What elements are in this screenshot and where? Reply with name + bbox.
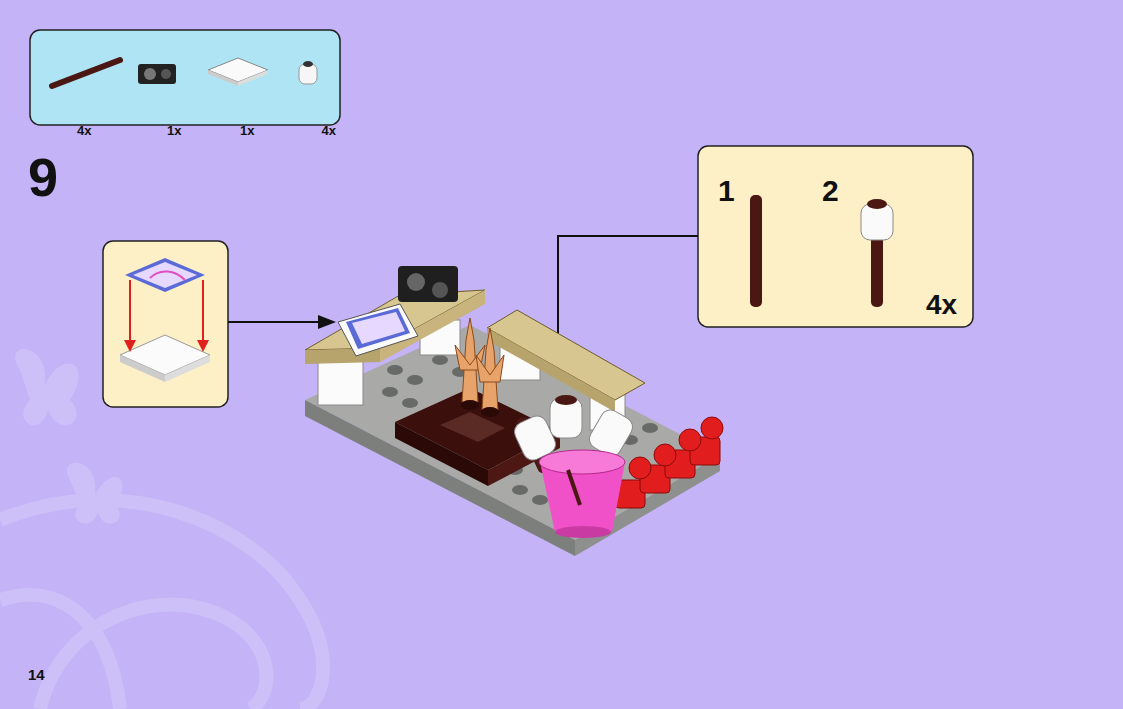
parts-list-box: 4x1x1x4x <box>30 30 340 125</box>
callout-number: 1 <box>718 176 735 206</box>
callout-images <box>750 195 893 307</box>
parts-panel <box>30 30 340 125</box>
callout-leader <box>558 236 698 352</box>
subassembly-image <box>120 258 210 382</box>
page-number: 14 <box>28 667 45 682</box>
model-illustration <box>305 266 723 556</box>
part-quantity: 1x <box>240 124 254 137</box>
arrow-head <box>318 315 336 329</box>
step-number: 9 <box>28 150 58 204</box>
part-quantity: 4x <box>77 124 91 137</box>
parts-images <box>52 58 317 86</box>
background-swirl <box>0 500 323 709</box>
callout-number: 2 <box>822 176 839 206</box>
part-quantity: 1x <box>167 124 181 137</box>
placement-arrow <box>228 321 322 323</box>
callout-box: 1 2 4x <box>698 146 973 327</box>
part-quantity: 4x <box>322 124 336 137</box>
callout-number: 4x <box>926 291 957 319</box>
subassembly-panel <box>103 241 228 407</box>
callout-panel <box>698 146 973 327</box>
